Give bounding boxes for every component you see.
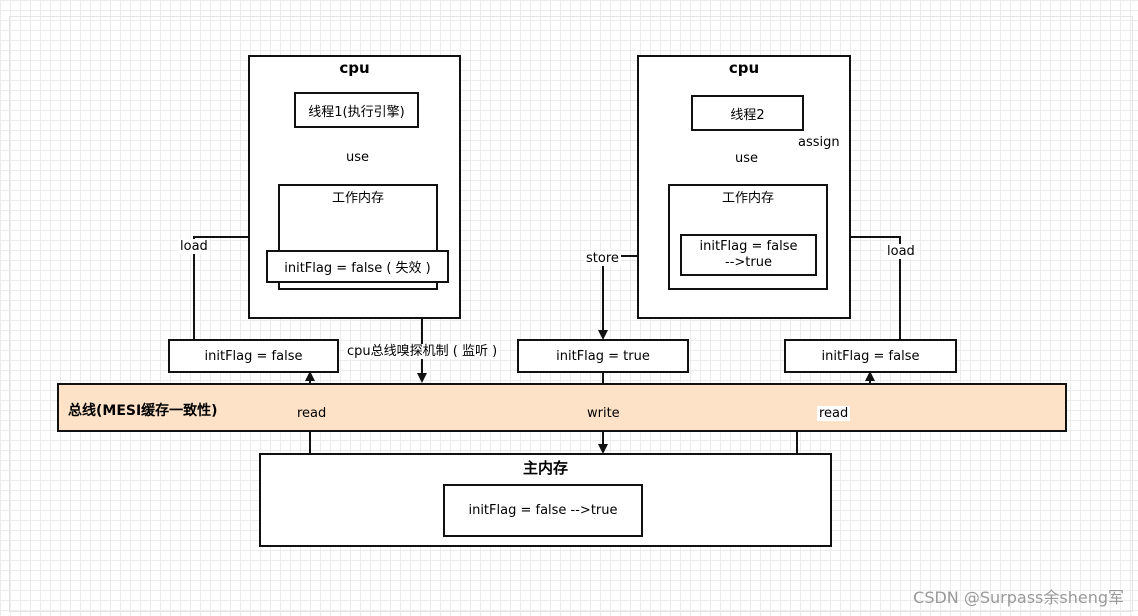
- thread2-label: 线程2: [730, 107, 765, 123]
- load-arrow-cpu2: [828, 232, 901, 339]
- bus-box-left: initFlag = false: [168, 339, 339, 373]
- bus-box-middle-label: initFlag = true: [556, 348, 650, 364]
- load-label-right: load: [885, 244, 917, 259]
- cpu1-title: cpu: [339, 59, 370, 77]
- use-label-cpu2: use: [733, 151, 761, 166]
- load-label-left: load: [178, 239, 210, 254]
- cpu1-var-label: initFlag = false ( 失效 ): [284, 261, 431, 276]
- bus-label: 总线(MESI缓存一致性): [68, 403, 218, 419]
- read-label-right: read: [817, 406, 851, 421]
- store-label: store: [584, 251, 621, 266]
- thread2-box: 线程2: [691, 95, 804, 131]
- bus-box-right: initFlag = false: [784, 339, 957, 373]
- cpu2-var-line2: -->true: [725, 255, 772, 270]
- cpu2-var-line1: initFlag = false: [699, 239, 798, 254]
- snoop-label: cpu总线嗅探机制 ( 监听 ): [345, 344, 500, 359]
- main-memory-var-label: initFlag = false -->true: [468, 503, 618, 518]
- read-label-left: read: [296, 406, 328, 421]
- use-label-cpu1: use: [344, 150, 372, 165]
- thread1-label: 线程1(执行引擎): [308, 104, 405, 120]
- main-memory-title: 主内存: [522, 459, 568, 477]
- thread1-box: 线程1(执行引擎): [294, 92, 419, 128]
- cpu2-working-memory-title: 工作内存: [721, 191, 774, 206]
- canvas-frame: [9, 16, 1133, 612]
- main-memory-var-box: initFlag = false -->true: [443, 484, 643, 537]
- bus-bar: 总线(MESI缓存一致性): [57, 383, 1067, 432]
- bus-box-left-label: initFlag = false: [204, 348, 303, 364]
- cpu1-var-box: initFlag = false ( 失效 ): [266, 250, 449, 283]
- cpu2-title: cpu: [728, 59, 760, 77]
- assign-label: assign: [796, 135, 842, 150]
- bus-box-middle: initFlag = true: [517, 339, 689, 373]
- write-label: write: [586, 406, 621, 421]
- cpu2-var-box: initFlag = false -->true: [680, 234, 817, 276]
- bus-box-right-label: initFlag = false: [821, 348, 920, 364]
- watermark: CSDN @Surpass余sheng军: [913, 588, 1124, 607]
- cpu1-working-memory-title: 工作内存: [331, 191, 384, 206]
